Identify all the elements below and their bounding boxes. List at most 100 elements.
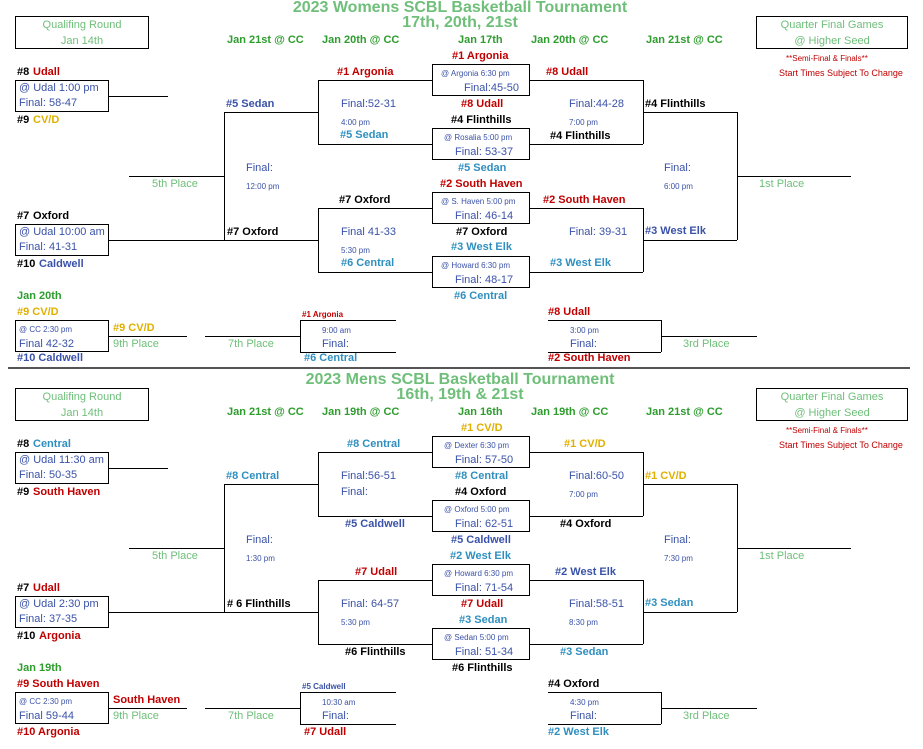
game-location: @ CC 2:30 pm bbox=[19, 697, 73, 706]
place-label: 7th Place bbox=[228, 338, 274, 350]
place-label: 9th Place bbox=[113, 338, 159, 350]
game-result: Final: 62-51 bbox=[455, 518, 514, 530]
qualifying-round-box: Qualifing Round Jan 14th bbox=[15, 16, 149, 49]
game-box bbox=[432, 436, 530, 468]
game-result: Final 41-33 bbox=[341, 226, 397, 238]
team-name: #1 CV/D bbox=[564, 438, 606, 450]
game-time: 5:30 pm bbox=[341, 246, 370, 255]
bracket-line bbox=[224, 112, 225, 240]
team-name: #8 Udall bbox=[548, 306, 591, 318]
game-location: @ Udal 1:00 pm bbox=[19, 82, 99, 94]
team-name: Udall bbox=[33, 66, 60, 78]
team-name: #4 Oxford bbox=[455, 486, 507, 498]
game-time: 1:30 pm bbox=[246, 554, 275, 563]
game-location: @ S. Haven 5:00 pm bbox=[441, 197, 516, 206]
quarter-final-label: Quarter Final Games bbox=[780, 391, 884, 403]
bracket-line bbox=[109, 336, 187, 337]
place-label: 5th Place bbox=[152, 178, 198, 190]
bracket-line bbox=[129, 176, 224, 177]
place-label: 7th Place bbox=[228, 710, 274, 722]
game-result: Final: bbox=[246, 162, 273, 174]
game-box bbox=[15, 692, 109, 724]
team-name: Caldwell bbox=[39, 258, 84, 270]
team-name: #1 CV/D bbox=[645, 470, 687, 482]
bracket-line bbox=[318, 80, 319, 144]
bracket-line bbox=[318, 208, 319, 272]
team-name: #9 CV/D bbox=[17, 306, 59, 318]
game-location: @ Udal 10:00 am bbox=[19, 226, 105, 238]
womens-subtitle: 17th, 20th, 21st bbox=[402, 14, 518, 31]
team-name: # 6 Flinthills bbox=[227, 598, 291, 610]
team-name: #2 South Haven bbox=[543, 194, 626, 206]
game-result: Final: 58-47 bbox=[19, 97, 78, 109]
game-result: Final: 71-54 bbox=[455, 582, 514, 594]
team-name: #8 Udall bbox=[546, 66, 589, 78]
team-name: Udall bbox=[33, 582, 60, 594]
team-name: #3 West Elk bbox=[550, 257, 611, 269]
bracket-line bbox=[109, 612, 187, 613]
team-name: #8 Central bbox=[226, 470, 280, 482]
place-label: 1st Place bbox=[759, 550, 805, 562]
team-name: #5 Sedan bbox=[340, 129, 389, 141]
round-date: Jan 20th @ CC bbox=[322, 34, 400, 46]
mens-subtitle: 16th, 19th & 21st bbox=[396, 386, 524, 403]
game-result: Final: 51-34 bbox=[455, 646, 514, 658]
game-box bbox=[432, 564, 530, 596]
seed-number: #8 bbox=[17, 66, 30, 78]
team-name: #2 West Elk bbox=[450, 550, 511, 562]
team-name: #5 Sedan bbox=[458, 162, 507, 174]
semifinal-note: **Semi-Final & Finals** bbox=[786, 426, 868, 435]
game-box bbox=[15, 320, 109, 352]
game-box bbox=[432, 192, 530, 224]
game-box bbox=[432, 500, 530, 532]
game-box bbox=[432, 64, 530, 96]
game-result: Final: 46-14 bbox=[455, 210, 514, 222]
game-location: @ Sedan 5:00 pm bbox=[444, 633, 509, 642]
team-name: #2 South Haven bbox=[548, 352, 631, 364]
bracket-line bbox=[530, 208, 643, 209]
bracket-line bbox=[530, 80, 643, 81]
game-result: Final 42-32 bbox=[19, 338, 75, 350]
team-name: #7 Udall bbox=[461, 598, 504, 610]
team-name: #7 Oxford bbox=[339, 194, 391, 206]
place-label: 5th Place bbox=[152, 550, 198, 562]
bracket-line bbox=[530, 144, 643, 145]
team-name: Central bbox=[33, 438, 71, 450]
seed-number: #9 bbox=[17, 486, 30, 498]
bracket-line bbox=[643, 484, 737, 485]
team-name: #5 Sedan bbox=[226, 98, 275, 110]
bracket-line bbox=[318, 452, 319, 516]
team-name: #5 Caldwell bbox=[302, 682, 346, 691]
game-result: Final 59-44 bbox=[19, 710, 75, 722]
bracket-line bbox=[643, 612, 737, 613]
team-name: #2 West Elk bbox=[548, 726, 609, 738]
seed-number: #7 bbox=[17, 582, 30, 594]
round-date: Jan 21st @ CC bbox=[646, 406, 723, 418]
bracket-line bbox=[224, 484, 225, 612]
team-name: #9 CV/D bbox=[113, 322, 155, 334]
seed-number: #10 bbox=[17, 630, 36, 642]
team-name: #4 Oxford bbox=[548, 678, 600, 690]
bracket-line bbox=[318, 144, 432, 145]
bracket-line bbox=[530, 272, 643, 273]
game-time: 5:30 pm bbox=[341, 618, 370, 627]
higher-seed-label: @ Higher Seed bbox=[794, 35, 870, 47]
game-result: Final:52-31 bbox=[341, 98, 397, 110]
game-time: 10:30 am bbox=[322, 698, 356, 707]
team-name: #10 Argonia bbox=[17, 726, 80, 738]
bracket-line bbox=[187, 612, 318, 613]
game-time: 8:30 pm bbox=[569, 618, 598, 627]
team-name: #1 Argonia bbox=[337, 66, 394, 78]
game-box bbox=[15, 80, 109, 112]
team-name: #8 Central bbox=[347, 438, 401, 450]
womens-title: 2023 Womens SCBL Basketball Tournament bbox=[292, 0, 628, 16]
round-date: Jan 21st @ CC bbox=[646, 34, 723, 46]
team-name: South Haven bbox=[33, 486, 101, 498]
team-name: #9 South Haven bbox=[17, 678, 100, 690]
section-divider bbox=[8, 367, 910, 369]
higher-seed-label: @ Higher Seed bbox=[794, 407, 870, 419]
round-date: Jan 21st @ CC bbox=[227, 406, 304, 418]
bracket-line bbox=[300, 692, 396, 693]
team-name: #1 Argonia bbox=[452, 50, 509, 62]
game-result: Final:60-50 bbox=[569, 470, 625, 482]
